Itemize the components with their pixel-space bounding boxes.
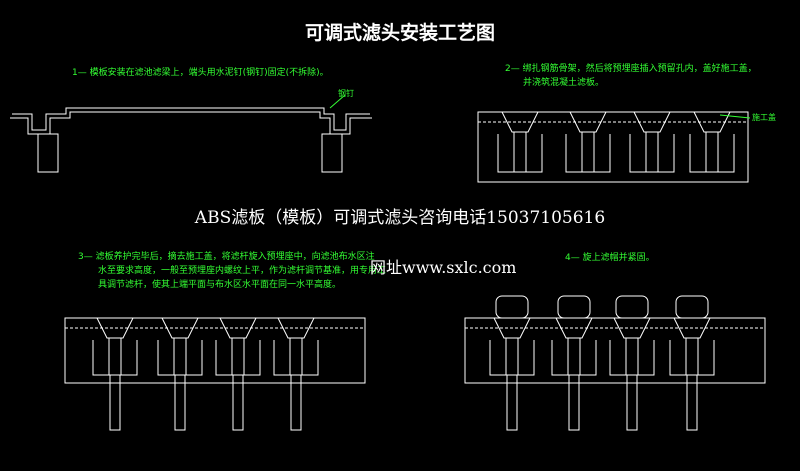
filter-rod (506, 374, 518, 431)
rebar (157, 340, 203, 376)
step4-diagram (464, 295, 766, 431)
filter-body (705, 131, 719, 173)
filter-seat (96, 317, 134, 339)
rebar (551, 340, 597, 376)
filter-body (581, 131, 595, 173)
contact-banner: ABS滤板（模板）可调式滤头咨询电话15037105616 (194, 208, 606, 228)
rebar (273, 340, 319, 376)
filter-seat (569, 111, 607, 133)
filter-body (685, 337, 699, 376)
step-1-note: 1— 模板安装在滤池滤梁上，端头用水泥钉(钢钉)固定(不拆除)。 (72, 66, 329, 80)
cover-label: 施工盖 (752, 113, 776, 122)
rebar (497, 134, 543, 173)
filter-rod (626, 374, 638, 431)
rebar (92, 340, 138, 376)
rebar (669, 340, 715, 376)
filter-body (567, 337, 581, 376)
note-line: 水至要求高度，一般至预埋座内螺纹上平，作为滤杆调节基准，用专用工 (98, 266, 387, 276)
filter-seat (555, 317, 593, 339)
filter-rod (109, 374, 121, 431)
filter-rod (174, 374, 186, 431)
rebar (689, 134, 735, 173)
note-line: 4— 旋上滤帽并紧固。 (565, 253, 655, 263)
filter-cap (495, 295, 529, 319)
filter-cap (675, 295, 709, 319)
note-line: 具调节滤杆，使其上端平面与布水区水平面在同一水平高度。 (98, 280, 342, 290)
filter-rod (686, 374, 698, 431)
filter-body (108, 337, 122, 376)
step2-diagram (477, 111, 751, 183)
rebar (609, 340, 655, 376)
filter-rod (232, 374, 244, 431)
rebar (565, 134, 611, 173)
filter-seat (277, 317, 315, 339)
filter-seat (501, 111, 539, 133)
note-line: 2— 绑扎钢筋骨架，然后将预埋座插入预留孔内，盖好施工盖， (505, 64, 757, 74)
page-title: 可调式滤头安装工艺图 (304, 22, 495, 44)
filter-rod (568, 374, 580, 431)
step-4-note: 4— 旋上滤帽并紧固。 (565, 251, 655, 265)
filter-body (625, 337, 639, 376)
rebar (489, 340, 535, 376)
filter-seat (633, 111, 671, 133)
rebar (629, 134, 675, 173)
filter-body (289, 337, 303, 376)
filter-body (505, 337, 519, 376)
note-line: 3— 滤板养护完毕后，摘去施工盖，将滤杆旋入预埋座中，向滤池布水区注 (78, 252, 375, 262)
filter-rod (290, 374, 302, 431)
rebar (215, 340, 261, 376)
filter-seat (219, 317, 257, 339)
website-link[interactable]: 网址www.sxlc.com (370, 258, 517, 277)
filter-seat (161, 317, 199, 339)
filter-cap (615, 295, 649, 319)
filter-body (231, 337, 245, 376)
note-line: 并浇筑混凝土滤板。 (523, 78, 605, 88)
step-3-note: 3— 滤板养护完毕后，摘去施工盖，将滤杆旋入预埋座中，向滤池布水区注水至要求高度… (78, 250, 386, 292)
step1-diagram (10, 94, 372, 173)
nail-label: 钢钉 (338, 89, 354, 98)
filter-body (513, 131, 527, 173)
filter-seat (693, 111, 731, 133)
filter-body (645, 131, 659, 173)
filter-cap (557, 295, 591, 319)
note-line: 1— 模板安装在滤池滤梁上，端头用水泥钉(钢钉)固定(不拆除)。 (72, 68, 329, 78)
step-2-note: 2— 绑扎钢筋骨架，然后将预埋座插入预留孔内，盖好施工盖， 并浇筑混凝土滤板。 (505, 62, 757, 90)
step3-diagram (64, 317, 366, 431)
filter-body (173, 337, 187, 376)
